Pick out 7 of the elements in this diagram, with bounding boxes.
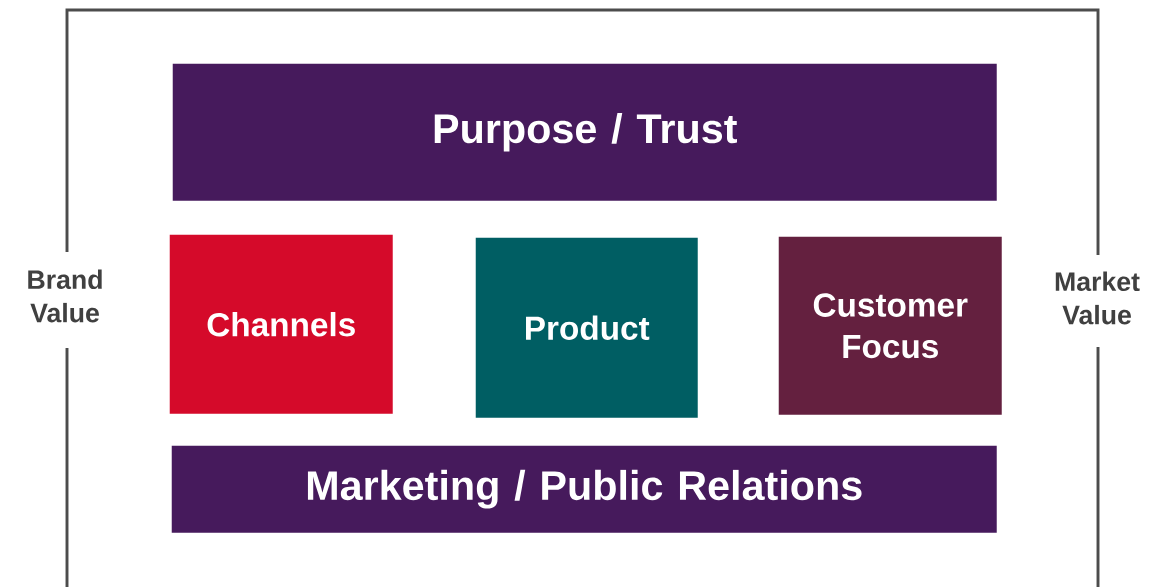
- block: Purpose / Trust: [172, 63, 997, 201]
- block: Marketing / Public Relations: [171, 445, 997, 533]
- block: Customer Focus: [778, 236, 1002, 415]
- side-label: Market Value: [1055, 271, 1140, 325]
- block: Product: [475, 237, 698, 418]
- block: Channels: [169, 234, 393, 414]
- side-label: Brand Value: [28, 269, 102, 323]
